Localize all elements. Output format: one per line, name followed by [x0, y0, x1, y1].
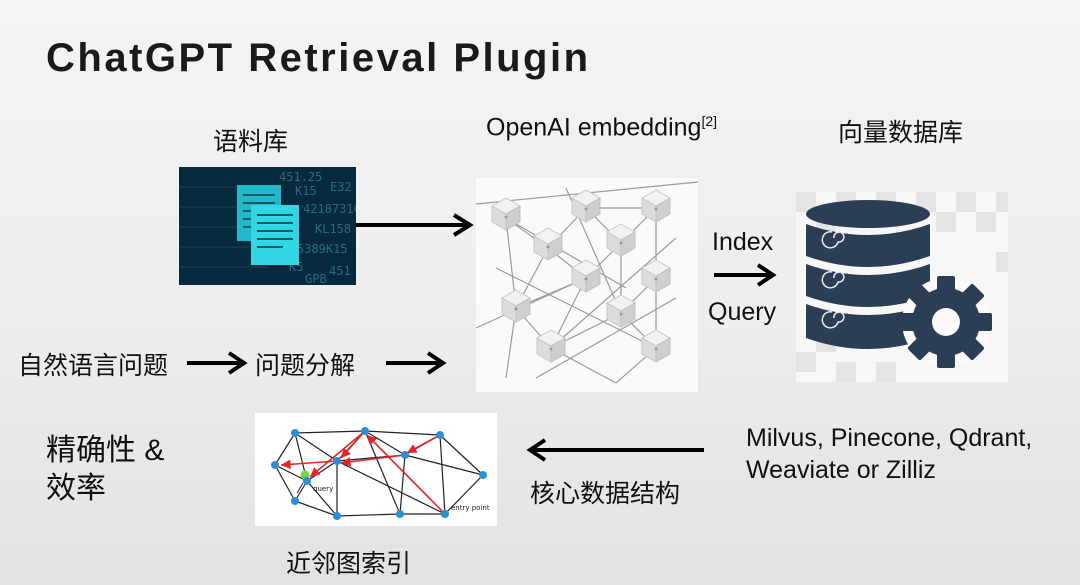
proximity-graph-label: 近邻图索引: [286, 550, 412, 578]
corpus-bg-text: K15: [295, 184, 317, 198]
embedding-network-image: [476, 178, 698, 392]
arrow-db-to-graph: [526, 437, 704, 463]
embedding-label: OpenAI embedding: [486, 113, 702, 142]
corpus-bg-text: GPB: [305, 272, 327, 285]
precision-efficiency-label: 精确性 & 效率: [46, 432, 164, 508]
efficiency-line: 效率: [46, 472, 106, 505]
database-cylinder: [806, 200, 930, 349]
arrow-decompose-to-embedding: [386, 350, 448, 376]
natural-language-question-label: 自然语言问题: [18, 352, 169, 380]
embedding-citation: [2]: [701, 113, 718, 129]
document-icon: [237, 185, 299, 265]
precision-line: 精确性 &: [46, 434, 165, 467]
embedding-cube: [606, 223, 636, 257]
embedding-heading: OpenAI embedding[2]: [486, 113, 717, 142]
corpus-image: 451.25 K15 E32 42187316 KL158 5389K15 K5…: [179, 167, 356, 285]
core-data-structure-label: 核心数据结构: [530, 480, 681, 508]
arrow-embedding-to-db: [714, 262, 778, 288]
embedding-cube: [571, 259, 601, 293]
corpus-bg-text: 451: [329, 264, 351, 278]
query-label: Query: [708, 298, 777, 326]
graph-query-text: query: [313, 485, 333, 493]
corpus-bg-text: 451.25: [279, 170, 322, 184]
index-label: Index: [712, 228, 774, 256]
arrow-corpus-to-embedding: [356, 212, 476, 238]
graph-node: [271, 427, 487, 520]
corpus-bg-text: 5389K15: [297, 242, 348, 256]
corpus-bg-text: E32: [330, 180, 352, 194]
embedding-cube: [536, 329, 566, 363]
vendors-line: Milvus, Pinecone, Qdrant,: [746, 424, 1033, 452]
arrow-question-to-decompose: [187, 350, 249, 376]
vector-db-vendors: Milvus, Pinecone, Qdrant, Weaviate or Zi…: [746, 422, 1032, 486]
vector-db-label: 向量数据库: [838, 119, 964, 147]
corpus-bg-text: 42187316: [303, 202, 356, 216]
embedding-cube: [501, 289, 531, 323]
corpus-label: 语料库: [213, 128, 289, 156]
vector-database-icon: [796, 192, 1008, 382]
question-decompose-label: 问题分解: [255, 352, 356, 380]
slide-title: ChatGPT Retrieval Plugin: [46, 36, 591, 80]
graph-entry-point-text: entry point: [451, 504, 490, 512]
gear-icon: [900, 276, 992, 368]
corpus-bg-text: KL158: [315, 222, 351, 236]
proximity-graph-image: query entry point: [255, 413, 497, 526]
vendors-line: Weaviate or Zilliz: [746, 456, 936, 484]
